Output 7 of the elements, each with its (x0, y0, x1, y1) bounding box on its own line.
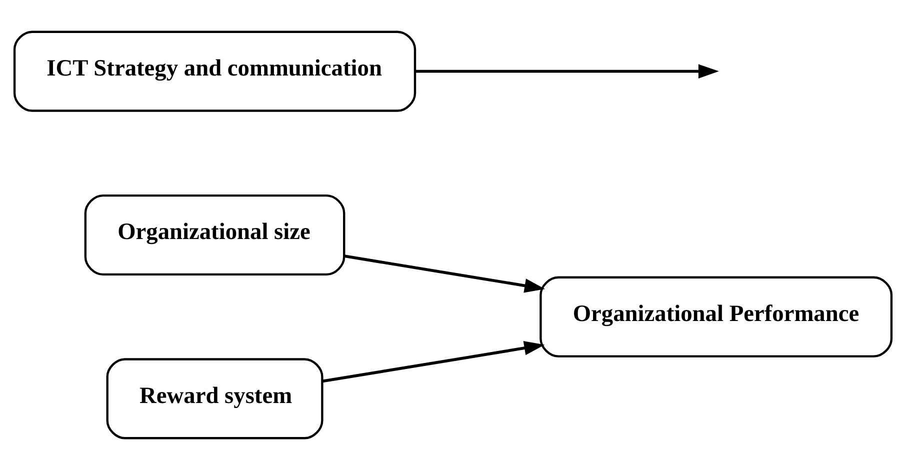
arrow (322, 341, 545, 383)
arrow (344, 254, 546, 293)
node-box: Organizational Performance (540, 276, 893, 358)
node-box: Organizational size (84, 194, 346, 276)
node-box: ICT Strategy and communication (13, 30, 416, 112)
node-box: Reward system (106, 358, 324, 440)
arrow (415, 64, 719, 78)
